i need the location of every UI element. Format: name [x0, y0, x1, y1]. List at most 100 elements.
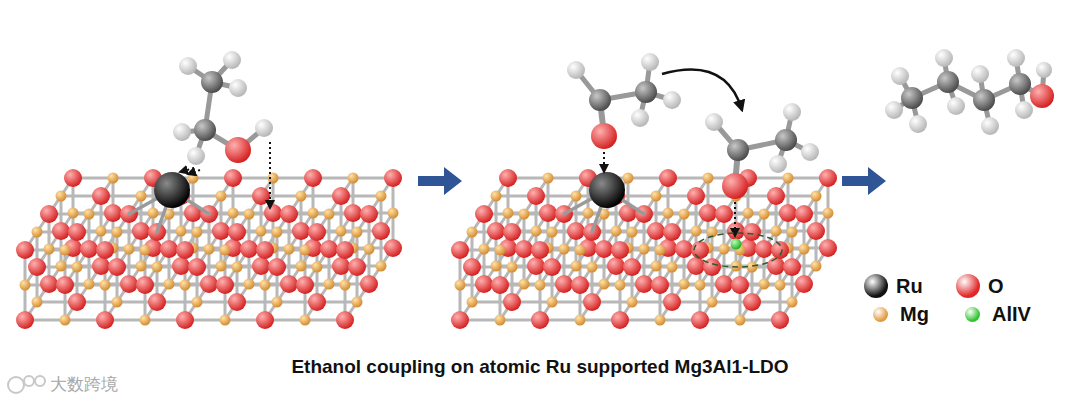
atom [467, 297, 478, 308]
watermark-logo [8, 376, 45, 393]
atom [308, 293, 326, 311]
atom [635, 81, 657, 103]
acetaldehyde-molecule [705, 103, 819, 250]
atom [194, 119, 216, 141]
atom [571, 276, 589, 294]
atom [567, 61, 585, 79]
atom [1036, 62, 1052, 78]
atom [731, 239, 742, 250]
atom [519, 209, 530, 220]
atom [136, 276, 154, 294]
atom [148, 293, 166, 311]
adsorption-arrow [188, 170, 200, 174]
atom [176, 241, 194, 259]
atom [80, 240, 98, 258]
atom [539, 204, 557, 222]
atom [595, 240, 613, 258]
atom [715, 275, 733, 293]
atom [699, 204, 717, 222]
atom [20, 280, 31, 291]
atom [667, 262, 678, 273]
atom [679, 279, 690, 290]
atom [216, 276, 234, 294]
atom [703, 258, 721, 276]
atom [747, 262, 758, 273]
atom [535, 280, 546, 291]
atom [937, 71, 959, 93]
atom [272, 297, 283, 308]
atom [973, 89, 995, 111]
atom [204, 244, 215, 255]
atom [164, 279, 175, 290]
atom [495, 245, 506, 256]
atom [140, 245, 151, 256]
atom [571, 261, 582, 272]
atom [795, 275, 813, 293]
atom [112, 227, 123, 238]
atom [360, 205, 378, 223]
process-arrow [418, 167, 462, 195]
atom [885, 101, 903, 119]
atom [96, 311, 114, 329]
legend-text: Mg [900, 303, 929, 326]
atom [229, 79, 247, 97]
atom [188, 258, 206, 276]
atom [60, 245, 71, 256]
atom [731, 261, 742, 272]
atom [72, 262, 83, 273]
atom [176, 311, 194, 329]
atom [56, 276, 74, 294]
atom [348, 258, 366, 276]
atom [663, 91, 681, 109]
atom [971, 65, 989, 83]
atom [92, 187, 110, 205]
atom [140, 315, 151, 326]
atom [220, 245, 231, 256]
atom [344, 204, 362, 222]
atom [280, 275, 298, 293]
atom [192, 227, 203, 238]
atom [891, 67, 909, 85]
atom [154, 172, 190, 208]
atom [807, 222, 825, 240]
atom [179, 57, 197, 75]
atom [491, 261, 502, 272]
atom [352, 227, 363, 238]
atom [722, 173, 748, 199]
atom [743, 223, 761, 241]
atom [655, 245, 666, 256]
atom [84, 209, 95, 220]
ldo-slab [451, 169, 837, 329]
atom [216, 261, 227, 272]
atom [256, 241, 274, 259]
atom [727, 222, 745, 240]
atom [623, 173, 634, 184]
atom [324, 209, 335, 220]
atom [901, 87, 923, 109]
atom [799, 244, 810, 255]
atom [527, 257, 545, 275]
adsorption-arrow [734, 202, 736, 236]
atom [775, 129, 797, 151]
atom [627, 227, 638, 238]
atom [364, 244, 375, 255]
atom [336, 311, 354, 329]
atom [655, 315, 666, 326]
atom [691, 311, 709, 329]
atom [68, 208, 79, 219]
atom [981, 117, 999, 135]
atom [173, 123, 191, 141]
atom [451, 311, 469, 329]
atom [691, 226, 702, 237]
atom [292, 222, 310, 240]
atom [769, 155, 787, 173]
atom [779, 204, 797, 222]
atom [136, 191, 147, 202]
atom [715, 205, 733, 223]
atom [771, 311, 789, 329]
atom [68, 293, 86, 311]
atom [909, 115, 927, 133]
atom [635, 275, 653, 293]
atom [503, 208, 514, 219]
atom [336, 241, 354, 259]
